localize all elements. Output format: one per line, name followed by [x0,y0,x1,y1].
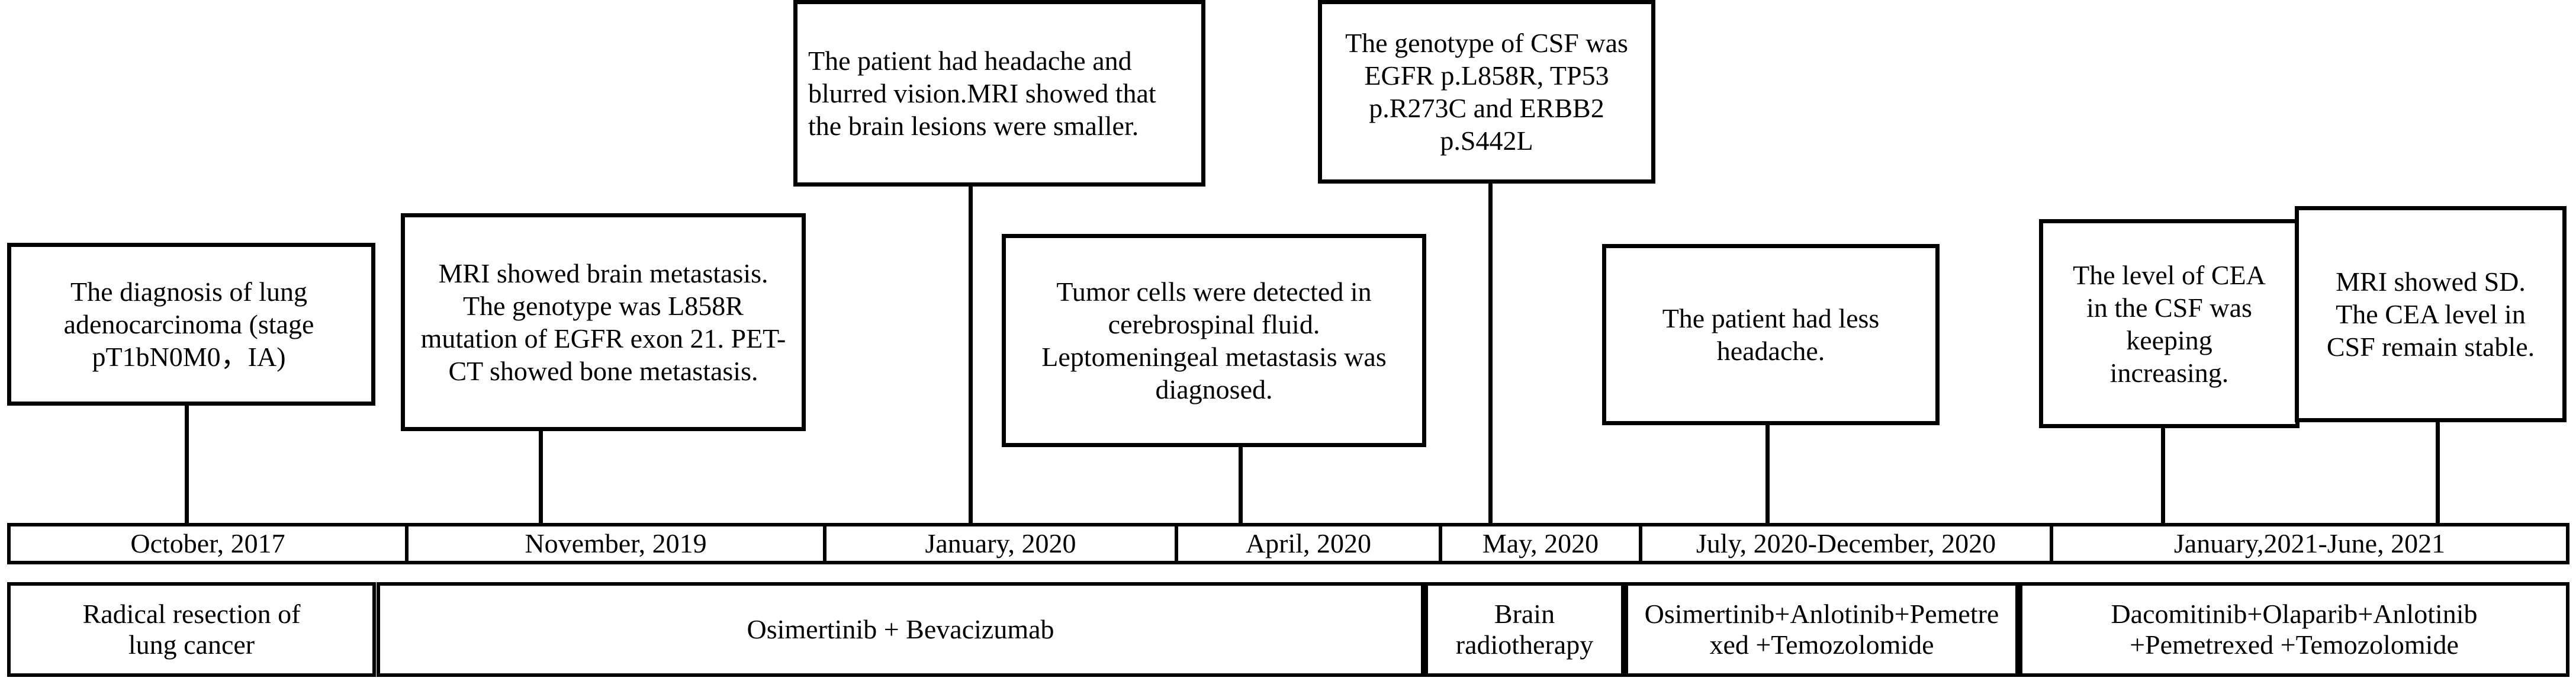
treatment-text-brain-radiotherapy: Brain radiotherapy [1455,599,1594,660]
date-bar: October, 2017 November, 2019 January, 20… [7,523,2569,564]
treatment-box-osimertinib-bevacizumab: Osimertinib + Bevacizumab [377,582,1424,677]
treatment-box-brain-radiotherapy: Brain radiotherapy [1424,582,1625,677]
treatment-text-dacomitinib-combo: Dacomitinib+Olaparib+Anlotinib +Pemetrex… [2111,599,2478,660]
date-november-2019: November, 2019 [405,526,823,561]
event-box-diagnosis: The diagnosis of lung adenocarcinoma (st… [7,243,375,406]
event-box-tumor-cells-csf: Tumor cells were detected in cerebrospin… [1002,234,1426,447]
connector-line [185,404,189,525]
treatment-text-resection: Radical resection of lung cancer [82,599,301,660]
date-july-december-2020: July, 2020-December, 2020 [1639,526,2050,561]
event-text-diagnosis: The diagnosis of lung adenocarcinoma (st… [63,277,314,372]
event-box-csf-genotype: The genotype of CSF was EGFR p.L858R, TP… [1318,0,1655,184]
treatment-box-resection: Radical resection of lung cancer [7,582,376,677]
treatment-text-osimertinib-combo: Osimertinib+Anlotinib+Pemetrexed +Temozo… [1644,599,1999,660]
date-october-2017: October, 2017 [130,528,285,558]
connector-line [969,185,973,525]
connector-line [1239,445,1243,525]
connector-line [1488,182,1493,525]
event-text-mri-sd: MRI showed SD. The CEA level in CSF rema… [2326,266,2535,362]
event-box-brain-metastasis: MRI showed brain metastasis. The genotyp… [401,213,806,431]
event-text-brain-metastasis: MRI showed brain metastasis. The genotyp… [420,258,786,386]
event-box-mri-sd: MRI showed SD. The CEA level in CSF rema… [2295,206,2567,422]
treatment-box-dacomitinib-combo: Dacomitinib+Olaparib+Anlotinib +Pemetrex… [2019,582,2569,677]
event-text-less-headache: The patient had less headache. [1662,303,1880,366]
event-text-csf-genotype: The genotype of CSF was EGFR p.L858R, TP… [1345,28,1628,156]
connector-line [1765,423,1770,525]
date-may-2020: May, 2020 [1439,526,1639,561]
connector-line [2436,420,2440,525]
date-january-june-2021: January,2021-June, 2021 [2050,526,2566,561]
treatment-text-osimertinib-bevacizumab: Osimertinib + Bevacizumab [747,614,1054,644]
connector-line [539,429,543,525]
event-box-cea-increasing: The level of CEA in the CSF was keeping … [2039,219,2300,428]
event-text-cea-increasing: The level of CEA in the CSF was keeping … [2073,259,2266,388]
event-text-headache-vision: The patient had headache and blurred vis… [808,46,1156,141]
date-january-2020: January, 2020 [823,526,1175,561]
date-april-2020: April, 2020 [1175,526,1439,561]
connector-line [2161,426,2165,525]
event-box-headache-vision: The patient had headache and blurred vis… [793,0,1205,187]
treatment-box-osimertinib-combo: Osimertinib+Anlotinib+Pemetrexed +Temozo… [1625,582,2019,677]
event-box-less-headache: The patient had less headache. [1602,244,1940,425]
event-text-tumor-cells-csf: Tumor cells were detected in cerebrospin… [1041,277,1387,404]
